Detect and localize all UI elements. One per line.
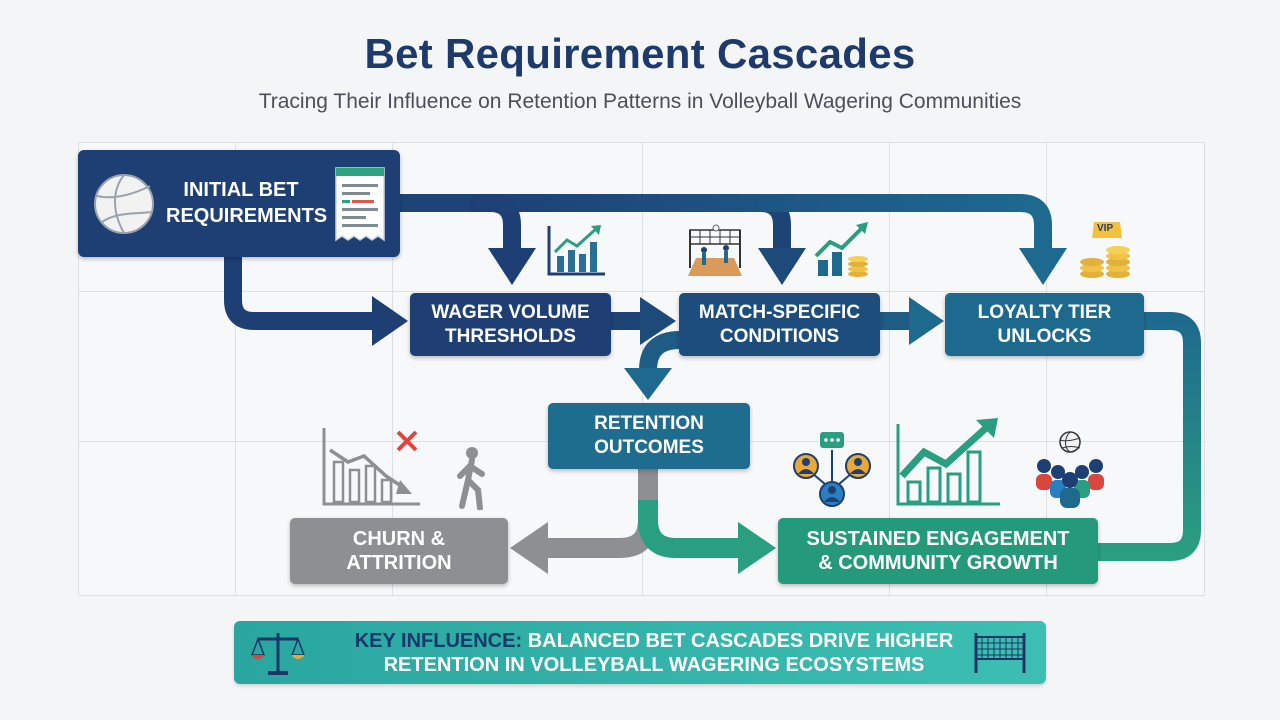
arrowhead-loyalty-left xyxy=(909,297,944,345)
arrowhead-retention-top xyxy=(624,368,672,400)
arrow-match-to-retention xyxy=(639,331,681,372)
arrowhead-sustained xyxy=(738,522,776,574)
arrowhead-match-top xyxy=(758,248,806,285)
arrow-retention-to-sustained xyxy=(638,500,740,558)
node-retention-outcomes: RETENTION OUTCOMES xyxy=(548,403,750,469)
node-match-label: MATCH-SPECIFIC CONDITIONS xyxy=(698,301,861,347)
node-initial-label: INITIAL BET REQUIREMENTS xyxy=(166,179,328,227)
key-influence-banner: KEY INFLUENCE: BALANCED BET CASCADES DRI… xyxy=(234,621,1046,684)
receipt-icon xyxy=(335,167,385,242)
banner-text: KEY INFLUENCE: BALANCED BET CASCADES DRI… xyxy=(324,629,984,677)
arrowhead-loyalty-top xyxy=(1019,248,1067,285)
growth-chart-icon xyxy=(814,222,868,277)
arrow-loyalty-loop xyxy=(1098,312,1201,561)
balance-scale-icon xyxy=(250,633,306,675)
node-sustained-label: SUSTAINED ENGAGEMENT & COMMUNITY GROWTH xyxy=(806,528,1070,574)
node-wager-label: WAGER VOLUME THRESHOLDS xyxy=(431,301,590,347)
node-match-specific-conditions: MATCH-SPECIFIC CONDITIONS xyxy=(679,293,880,356)
arrowhead-churn xyxy=(510,522,548,574)
arrow-initial-down-to-wager xyxy=(224,257,375,330)
page-subtitle: Tracing Their Influence on Retention Pat… xyxy=(258,90,1022,113)
banner-line2: RETENTION IN VOLLEYBALL WAGERING ECOSYST… xyxy=(383,654,925,676)
arrow-retention-to-churn xyxy=(548,469,658,558)
banner-line1: BALANCED BET CASCADES DRIVE HIGHER xyxy=(527,630,954,652)
arrowhead-wager-left xyxy=(372,296,408,346)
node-sustained-engagement: SUSTAINED ENGAGEMENT & COMMUNITY GROWTH xyxy=(778,518,1098,584)
volleyball-court-icon xyxy=(688,224,742,276)
node-churn-label: CHURN & ATTRITION xyxy=(346,528,452,574)
walking-person-icon xyxy=(457,447,485,510)
node-wager-volume-thresholds: WAGER VOLUME THRESHOLDS xyxy=(410,293,611,356)
vip-coins-icon: VIP xyxy=(1072,218,1142,280)
network-people-icon xyxy=(793,432,871,507)
node-initial-bet-requirements: INITIAL BET REQUIREMENTS xyxy=(78,150,400,257)
node-loyalty-label: LOYALTY TIER UNLOCKS xyxy=(977,301,1112,347)
banner-lead: KEY INFLUENCE: xyxy=(354,630,523,652)
bar-chart-icon xyxy=(547,225,605,276)
volleyball-icon xyxy=(94,174,154,234)
arrowhead-wager-top xyxy=(488,248,536,285)
node-churn-attrition: CHURN & ATTRITION xyxy=(290,518,508,584)
arrow-initial-to-loyalty xyxy=(470,194,1052,250)
node-loyalty-tier-unlocks: LOYALTY TIER UNLOCKS xyxy=(945,293,1144,356)
node-retention-label: RETENTION OUTCOMES xyxy=(594,413,704,458)
volleyball-net-icon xyxy=(974,633,1026,673)
vip-badge-label: VIP xyxy=(1097,223,1114,234)
arrowhead-match-left xyxy=(640,297,676,345)
declining-chart-icon xyxy=(322,428,420,506)
growth-chart-green-icon xyxy=(896,418,1000,506)
page-title: Bet Requirement Cascades xyxy=(364,30,916,77)
community-group-icon xyxy=(1036,431,1104,508)
